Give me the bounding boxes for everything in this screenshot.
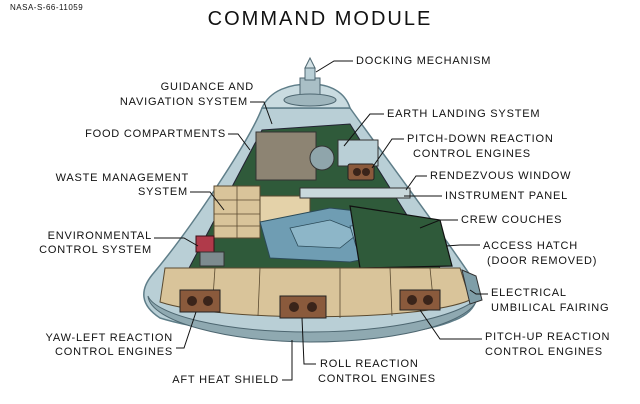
label-waste-mgmt-line2: SYSTEM [137,186,188,198]
pitch-down-engines [347,163,375,181]
label-crew-couches: CREW COUCHES [461,214,563,226]
leader-pitch-up [419,309,482,340]
leader-heat-shield [282,340,293,381]
label-electrical-line1: ELECTRICAL [491,287,567,299]
label-roll-line2: CONTROL ENGINES [318,373,436,385]
leader-earth-landing [343,113,384,147]
leader-rendezvous [405,175,427,191]
label-food-compartments: FOOD COMPARTMENTS [85,128,226,140]
label-access-hatch-line2: (DOOR REMOVED) [487,255,598,267]
label-guidance-nav-line2: NAVIGATION SYSTEM [119,96,248,108]
leader-waste [190,191,225,211]
label-docking-mechanism: DOCKING MECHANISM [356,55,492,67]
label-yaw-left-line1: YAW-LEFT REACTION [45,332,173,344]
pitch-up-engines [399,289,441,311]
label-yaw-left-line2: CONTROL ENGINES [55,346,173,358]
label-env-control-line1: ENVIRONMENTAL [47,230,152,242]
label-pitch-up-line1: PITCH-UP REACTION [485,331,611,343]
label-rendezvous-window: RENDEZVOUS WINDOW [430,170,572,182]
label-aft-heat-shield: AFT HEAT SHIELD [172,374,279,386]
label-waste-mgmt-line1: WASTE MANAGEMENT [55,172,189,184]
figure-reference: NASA-S-66-11059 [10,3,84,12]
leader-env-control [154,237,199,247]
leader-lines [154,60,488,381]
leader-access-hatch [445,244,480,247]
leader-guidance [250,101,273,125]
leader-pitch-down [371,138,404,169]
label-instrument-panel: INSTRUMENT PANEL [445,190,569,202]
umbilical-fairing [461,269,483,305]
access-hatch [349,205,453,269]
leader-docking [315,60,353,73]
label-pitch-up-line2: CONTROL ENGINES [485,346,603,358]
label-pitch-down-line1: PITCH-DOWN REACTION [407,133,554,145]
upper-equipment-bay [255,131,379,181]
leader-couches [419,219,458,229]
label-pitch-down-line2: CONTROL ENGINES [413,148,531,160]
yaw-left-engines [179,289,221,313]
label-electrical-line2: UMBILICAL FAIRING [491,302,610,314]
label-guidance-nav-line1: GUIDANCE AND [160,81,254,93]
docking-probe [283,56,337,107]
leader-electrical [469,289,488,295]
label-env-control-line2: CONTROL SYSTEM [39,244,152,256]
label-access-hatch-line1: ACCESS HATCH [483,240,578,252]
instrument-panel [299,187,411,199]
leader-food [228,133,251,151]
label-roll-line1: ROLL REACTION [320,358,419,370]
leader-yaw-left [176,311,197,349]
diagram-title: COMMAND MODULE [207,8,433,30]
label-earth-landing-system: EARTH LANDING SYSTEM [387,108,541,120]
roll-engines [279,295,327,319]
leader-roll [301,317,316,365]
environmental-control-unit [195,235,225,267]
